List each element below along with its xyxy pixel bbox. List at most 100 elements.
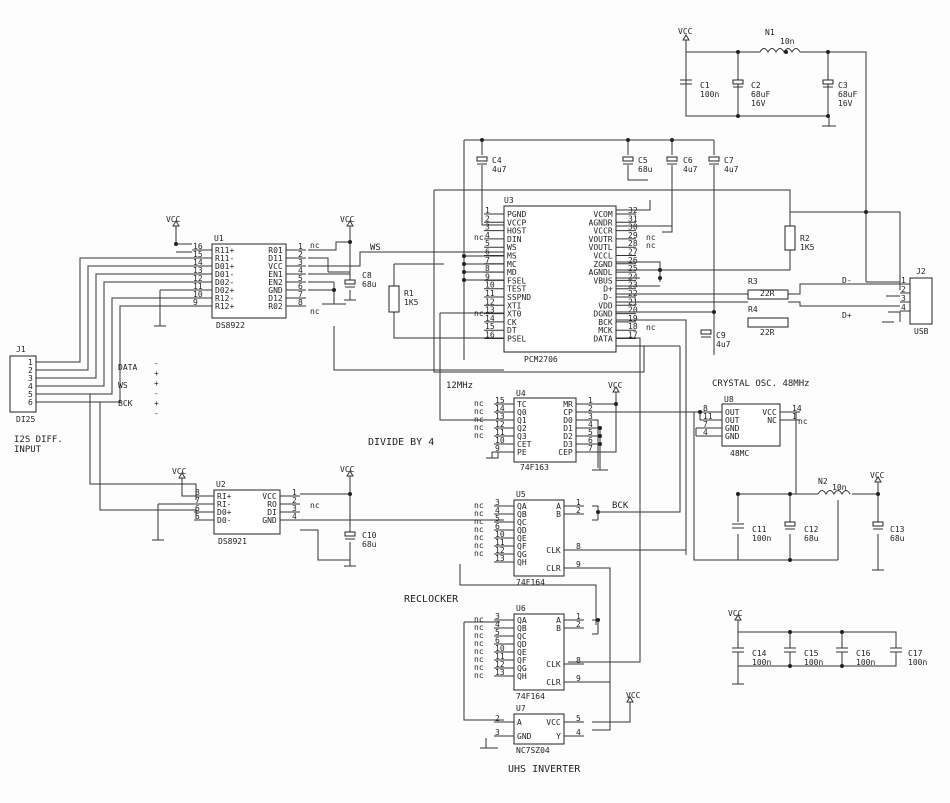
u5-pin-sig: QH	[517, 558, 527, 567]
u1-pin-num: 11	[193, 282, 203, 291]
nc-marker: nc	[474, 233, 484, 242]
nc-marker: nc	[474, 517, 484, 526]
c8-val: 68u	[362, 280, 377, 289]
u5-pin-sig: B	[556, 510, 561, 519]
u2-pin-num: 8	[195, 488, 200, 497]
u3-pin-num: 30	[628, 223, 638, 232]
u1-pin-sig: R01	[268, 246, 283, 255]
u3-pin-num: 20	[628, 306, 638, 315]
c10-val: 68u	[362, 540, 377, 549]
c8-ref: C8	[362, 271, 372, 280]
u1-pin-num: 8	[298, 298, 303, 307]
u5-pin-num: 11	[495, 538, 505, 547]
u3-pin-sig: D-	[603, 293, 613, 302]
bck-label: BCK	[118, 399, 133, 408]
u1-pin-num: 1	[298, 242, 303, 251]
u3-pin-num: 29	[628, 231, 638, 240]
u4-vcc: VCC	[608, 381, 623, 390]
u5-pin-sig: CLK	[546, 546, 561, 555]
u1-pin-sig: EN2	[268, 278, 283, 287]
u2-pin-num: 3	[292, 504, 297, 513]
u4-pin-sig: CP	[563, 408, 573, 417]
r1-val: 1K5	[404, 298, 419, 307]
u2-pin-num: 6	[195, 504, 200, 513]
u3-pin-num: 2	[485, 214, 490, 223]
c4-val: 4u7	[492, 165, 507, 174]
u4-pin-sig: D1	[563, 424, 573, 433]
u1-pin-num: 6	[298, 282, 303, 291]
u3-pin-sig: SSPND	[507, 293, 531, 302]
minus-label-2: -	[154, 409, 159, 418]
nc-marker: nc	[646, 233, 656, 242]
u7-pin-sig: VCC	[546, 718, 561, 727]
c6-val: 4u7	[683, 165, 698, 174]
j1-pin-num: 2	[28, 366, 33, 375]
u5-pin-sig: CLR	[546, 564, 561, 573]
u6-pin-sig: QF	[517, 656, 527, 665]
u1-pin-sig: R12+	[215, 302, 234, 311]
u6-ref: U6	[516, 604, 526, 613]
r4-ref: R4	[748, 305, 758, 314]
u1-pin-num: 4	[298, 266, 303, 275]
u8-pin-sig: GND	[725, 432, 740, 441]
power-filter	[680, 40, 867, 282]
u3-pin-sig: PGND	[507, 210, 526, 219]
nc-marker: nc	[474, 509, 484, 518]
u6-pin-num: 4	[495, 620, 500, 629]
u4-pin-sig: D0	[563, 416, 573, 425]
u4-pin-num: 2	[588, 404, 593, 413]
c14-val: 100n	[752, 658, 771, 667]
u5-pin-sig: QF	[517, 542, 527, 551]
u3-pin-num: 25	[628, 264, 638, 273]
vcc-arrow-icon	[612, 386, 620, 393]
u3-pin-sig: TEST	[507, 285, 526, 294]
u4-pin-num: 14	[495, 404, 505, 413]
u3-pin-num: 24	[628, 272, 638, 281]
u4-wiring	[486, 392, 700, 471]
u2-part: DS8921	[218, 537, 247, 546]
input-title-2: INPUT	[14, 445, 42, 455]
u8-pin-sig: GND	[725, 424, 740, 433]
u2-pin-num: 2	[292, 496, 297, 505]
j2-pin-num: 2	[901, 285, 906, 294]
j2-pin-num: 4	[901, 303, 906, 312]
j2-body	[909, 277, 933, 325]
nc-marker: nc	[646, 241, 656, 250]
u4-pin-sig: MR	[563, 400, 573, 409]
u7-body	[513, 713, 565, 745]
input-title-1: I2S DIFF.	[14, 435, 63, 445]
j1-pin-num: 3	[28, 374, 33, 383]
u4-pin-sig: D3	[563, 440, 573, 449]
u3-pin-sig: VCCL	[593, 252, 612, 261]
u1-pin-num: 9	[193, 298, 198, 307]
u3-pin-num: 7	[485, 256, 490, 265]
j2-pin-num: 1	[901, 276, 906, 285]
j1-wiring	[70, 257, 504, 518]
c13-ref: C13	[890, 525, 905, 534]
c11-val: 100n	[752, 534, 771, 543]
c9-val: 4u7	[716, 340, 731, 349]
u4-pin-num: 4	[588, 420, 593, 429]
u4-pin-sig: Q2	[517, 424, 527, 433]
vcc-arrow-icon	[682, 34, 690, 41]
n2-val: 10n	[832, 483, 847, 492]
plus-label-4: +	[154, 399, 159, 408]
u6-pin-sig: CLK	[546, 660, 561, 669]
vcc-label: VCC	[678, 27, 693, 36]
u4-pin-sig: TC	[517, 400, 527, 409]
u1-pin-num: 12	[193, 274, 203, 283]
u2-nc: nc	[310, 501, 320, 510]
nc-marker: nc	[474, 639, 484, 648]
u8-body	[721, 403, 781, 447]
u5-pin-num: 5	[495, 514, 500, 523]
r4-val: 22R	[760, 328, 775, 337]
c2-ref: C2	[751, 81, 761, 90]
u3-pin-sig: MD	[507, 268, 517, 277]
u1-body	[211, 243, 287, 319]
c10-ref: C10	[362, 531, 377, 540]
u1-pin-sig: D02-	[215, 278, 234, 287]
